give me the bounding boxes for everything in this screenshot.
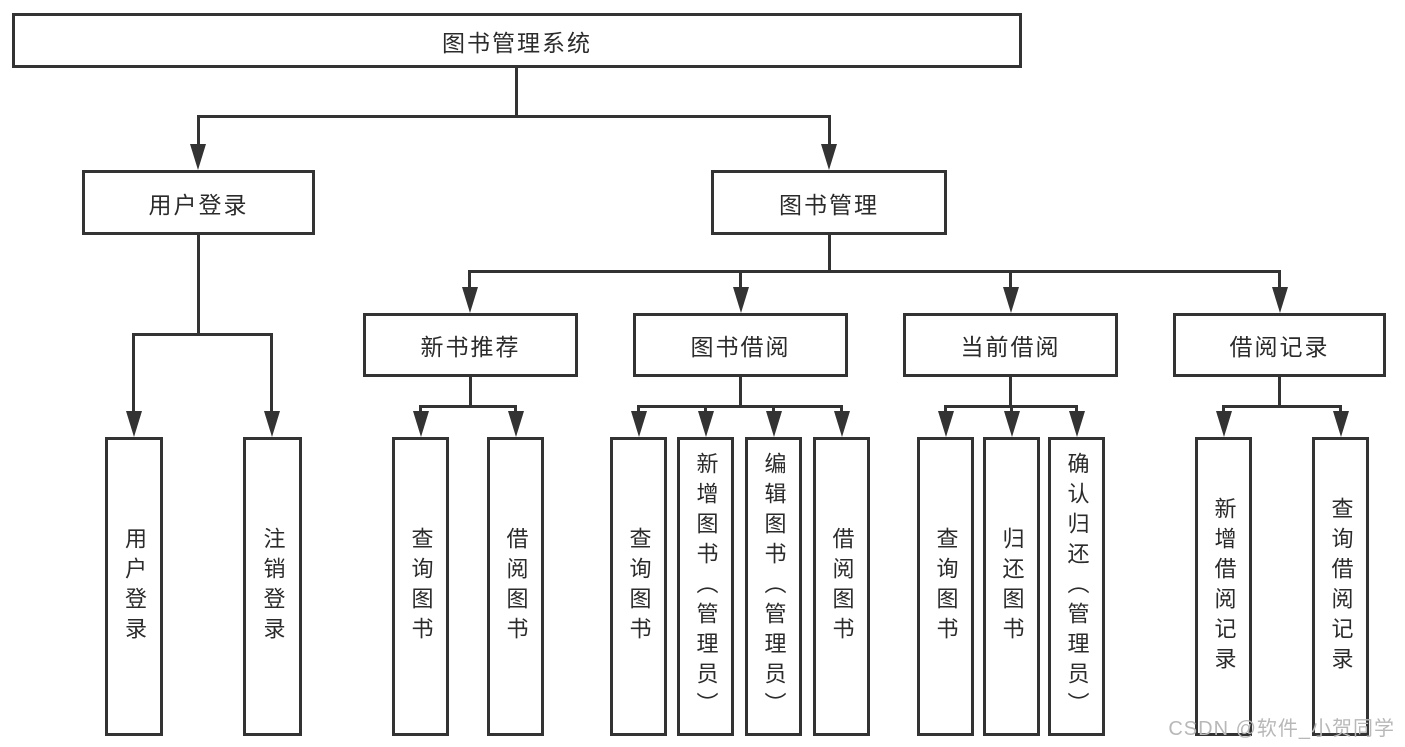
leaf-borrow-query-books: 查询图书 [610,437,667,736]
connector-bookborrow-split [637,405,843,408]
leaf-user-login: 用户登录 [105,437,163,736]
connector-records-stem [1278,377,1281,408]
connector-userlogin-split [132,333,273,336]
node-current-borrow-label: 当前借阅 [960,334,1061,360]
arrow-down-icon [1272,287,1288,313]
arrow-down-icon [1069,411,1085,437]
connector-recommend-stem [469,377,472,408]
connector-root-stem [515,68,518,118]
connector-bookmgmt-stem [828,235,831,273]
arrow-down-icon [264,411,280,437]
node-book-borrow-label: 图书借阅 [690,334,791,360]
connector-currentborrow-stem [1009,377,1012,408]
leaf-edit-books-admin-label: 编辑图书（管理员） [761,451,787,722]
leaf-return-books-label: 归还图书 [999,526,1025,647]
node-book-management: 图书管理 [711,170,947,235]
watermark: CSDN @软件_小贺同学 [1168,718,1395,740]
leaf-recommend-borrow-books: 借阅图书 [487,437,544,736]
node-new-book-recommend: 新书推荐 [363,313,578,377]
node-book-borrow: 图书借阅 [633,313,848,377]
arrow-down-icon [1004,411,1020,437]
node-borrow-records: 借阅记录 [1173,313,1386,377]
connector-userlogin-stem [197,235,200,335]
connector-bookborrow-stem [739,377,742,408]
arrow-down-icon [190,144,206,170]
leaf-borrow-query-books-label: 查询图书 [626,526,652,647]
connector-level3-split [468,270,1281,273]
node-user-login-label: 用户登录 [148,191,249,218]
leaf-borrow-borrow-books-label: 借阅图书 [829,526,855,647]
connector-userlogin-drop [197,115,200,148]
leaf-logout-label: 注销登录 [260,526,286,647]
leaf-user-login-label: 用户登录 [122,526,147,647]
arrow-down-icon [698,411,714,437]
connector-leaf-drop [270,333,273,415]
arrow-down-icon [1003,287,1019,313]
leaf-recommend-borrow-books-label: 借阅图书 [503,526,529,647]
leaf-add-books-admin-label: 新增图书（管理员） [693,451,719,722]
arrow-down-icon [733,287,749,313]
node-root-label: 图书管理系统 [442,29,592,56]
leaf-query-borrow-record: 查询借阅记录 [1312,437,1369,736]
connector-leaf-drop [1009,270,1012,290]
node-new-book-recommend-label: 新书推荐 [420,334,521,360]
connector-leaf-drop [739,270,742,290]
leaf-confirm-return-admin: 确认归还（管理员） [1048,437,1105,736]
arrow-down-icon [413,411,429,437]
connector-bookmgmt-drop [828,115,831,148]
leaf-logout: 注销登录 [243,437,302,736]
leaf-add-borrow-record: 新增借阅记录 [1195,437,1252,736]
arrow-down-icon [462,287,478,313]
connector-records-split [1222,405,1342,408]
connector-level2-split [197,115,831,118]
leaf-recommend-query-books-label: 查询图书 [408,526,434,647]
connector-recommend-split [419,405,517,408]
leaf-return-books: 归还图书 [983,437,1040,736]
arrow-down-icon [821,144,837,170]
leaf-borrow-borrow-books: 借阅图书 [813,437,870,736]
connector-leaf-drop [132,333,135,415]
arrow-down-icon [508,411,524,437]
leaf-confirm-return-admin-label: 确认归还（管理员） [1064,451,1090,722]
node-current-borrow: 当前借阅 [903,313,1118,377]
arrow-down-icon [126,411,142,437]
arrow-down-icon [766,411,782,437]
arrow-down-icon [834,411,850,437]
leaf-recommend-query-books: 查询图书 [392,437,449,736]
leaf-current-query-books-label: 查询图书 [933,526,959,647]
leaf-query-borrow-record-label: 查询借阅记录 [1328,496,1354,677]
connector-leaf-drop [468,270,471,290]
node-book-management-label: 图书管理 [779,191,879,218]
arrow-down-icon [1216,411,1232,437]
node-root: 图书管理系统 [12,13,1022,68]
arrow-down-icon [1333,411,1349,437]
node-borrow-records-label: 借阅记录 [1229,334,1330,360]
arrow-down-icon [631,411,647,437]
leaf-current-query-books: 查询图书 [917,437,974,736]
leaf-add-borrow-record-label: 新增借阅记录 [1211,496,1237,677]
leaf-edit-books-admin: 编辑图书（管理员） [745,437,802,736]
connector-leaf-drop [1278,270,1281,290]
node-user-login: 用户登录 [82,170,315,235]
arrow-down-icon [938,411,954,437]
leaf-add-books-admin: 新增图书（管理员） [677,437,734,736]
